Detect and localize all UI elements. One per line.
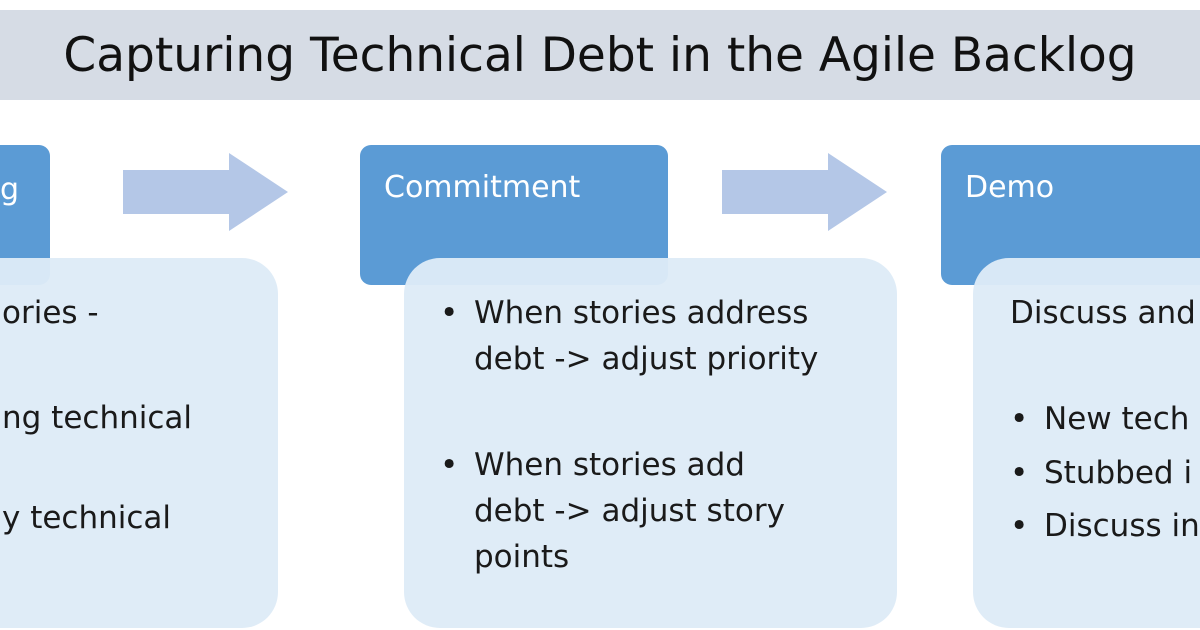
right-arrow-icon: [722, 153, 887, 231]
stage-1-header-label: g: [0, 172, 20, 207]
stage-2-bullet-2-line-2: debt -> adjust story: [474, 493, 785, 529]
right-arrow-icon: [123, 153, 288, 231]
stage-2-bullet-2-line-3: points: [474, 539, 570, 575]
stage-2-bullet-1-line-1: When stories address: [474, 295, 809, 331]
diagram-title: Capturing Technical Debt in the Agile Ba…: [63, 28, 1137, 83]
stage-1-line-1: ories -: [2, 295, 99, 331]
stage-3-bullet-3: Discuss in: [1044, 508, 1200, 544]
bullet-dot: •: [440, 447, 459, 483]
stage-1-content-box: [0, 258, 278, 628]
stage-3-bullet-2: Stubbed i: [1044, 455, 1193, 491]
stage-1-line-3: y technical: [2, 500, 172, 536]
stage-3-header-label: Demo: [965, 170, 1055, 205]
stage-3-intro: Discuss and: [1010, 295, 1196, 331]
title-band: [0, 10, 1200, 100]
bullet-dot: •: [440, 295, 459, 331]
stage-2-bullet-1-line-2: debt -> adjust priority: [474, 341, 819, 377]
stage-3-bullet-1: New tech: [1044, 401, 1190, 437]
stage-3-content-box: [973, 258, 1200, 628]
stage-2-content-box: [404, 258, 897, 628]
bullet-dot: •: [1010, 508, 1029, 544]
bullet-dot: •: [1010, 401, 1029, 437]
stage-2-header-label: Commitment: [384, 170, 581, 205]
bullet-dot: •: [1010, 455, 1029, 491]
stage-1-line-2: ng technical: [2, 400, 193, 436]
stage-2-bullet-2-line-1: When stories add: [474, 447, 745, 483]
